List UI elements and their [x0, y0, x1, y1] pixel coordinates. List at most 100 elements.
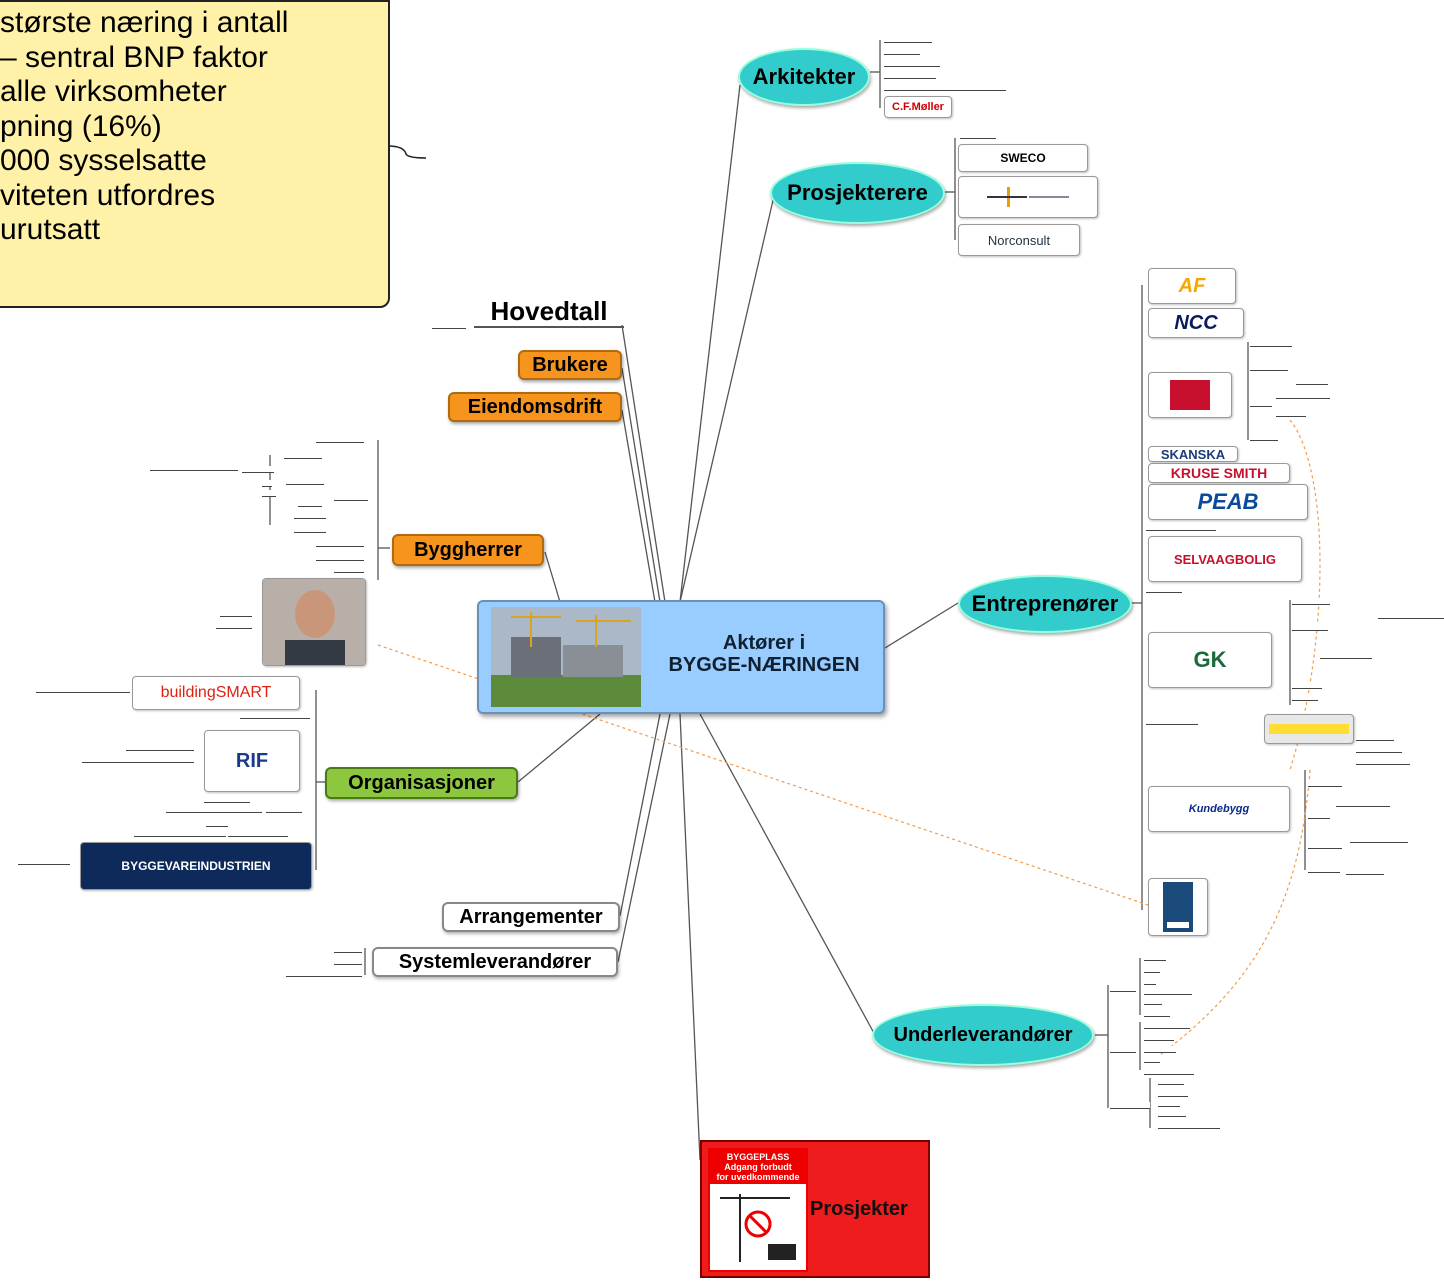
list-item[interactable]	[1144, 954, 1166, 961]
list-item[interactable]	[1250, 340, 1292, 347]
list-item[interactable]	[240, 712, 310, 719]
list-item[interactable]	[1346, 868, 1384, 875]
list-item[interactable]	[1292, 598, 1330, 605]
list-item[interactable]	[1308, 866, 1340, 873]
list-item[interactable]	[1144, 998, 1162, 1005]
list-item[interactable]	[884, 72, 936, 79]
topic-byggherrer[interactable]: Byggherrer	[392, 534, 544, 566]
list-item[interactable]	[960, 132, 996, 139]
logo-engineering-firm[interactable]	[958, 176, 1098, 218]
list-item[interactable]	[1144, 1022, 1190, 1029]
list-item[interactable]	[334, 958, 362, 965]
topic-eiendomsdrift[interactable]: Eiendomsdrift	[448, 392, 622, 422]
list-item[interactable]	[1144, 1010, 1170, 1017]
list-item[interactable]	[1146, 586, 1182, 593]
logo-byggevareindustrien[interactable]: BYGGEVAREINDUSTRIEN	[80, 842, 312, 890]
list-item[interactable]	[316, 436, 364, 443]
list-item[interactable]	[1158, 1078, 1184, 1085]
list-item[interactable]	[294, 512, 326, 519]
list-item[interactable]	[1276, 410, 1306, 417]
list-item[interactable]	[1292, 694, 1318, 701]
topic-hovedtall[interactable]: Hovedtall	[474, 296, 624, 328]
logo-hent[interactable]	[1148, 878, 1208, 936]
list-item[interactable]	[1158, 1090, 1188, 1097]
logo-sweco[interactable]: SWECO	[958, 144, 1088, 172]
topic-organisasjoner[interactable]: Organisasjoner	[325, 767, 518, 799]
list-item[interactable]	[1356, 746, 1402, 753]
list-item[interactable]	[1158, 1122, 1220, 1129]
list-item[interactable]	[1308, 842, 1342, 849]
logo-gk[interactable]: GK	[1148, 632, 1272, 688]
list-item[interactable]	[334, 566, 364, 573]
list-item[interactable]	[266, 806, 302, 813]
list-item[interactable]	[1144, 1056, 1160, 1063]
logo-peab[interactable]: PEAB	[1148, 484, 1308, 520]
topic-entreprenorer[interactable]: Entreprenører	[958, 575, 1132, 633]
logo-buildingsmart[interactable]: buildingSMART	[132, 676, 300, 710]
list-item[interactable]	[316, 554, 364, 561]
list-item[interactable]	[884, 84, 1006, 91]
logo-rif[interactable]: RIF	[204, 730, 300, 792]
logo-selvaag-bolig[interactable]: SELVAAGBOLIG	[1148, 536, 1302, 582]
logo-af[interactable]: AF	[1148, 268, 1236, 304]
list-item[interactable]	[262, 480, 272, 487]
topic-systemleverandorer[interactable]: Systemleverandører	[372, 947, 618, 977]
list-item[interactable]	[1144, 1068, 1194, 1075]
list-item[interactable]	[1308, 780, 1342, 787]
list-item[interactable]	[1144, 988, 1192, 995]
list-item[interactable]	[82, 756, 194, 763]
list-item[interactable]	[1356, 734, 1394, 741]
popup-panel[interactable]	[1264, 714, 1354, 744]
list-item[interactable]	[228, 830, 288, 837]
logo-veidekke[interactable]	[1148, 372, 1232, 418]
list-item[interactable]	[1144, 1034, 1174, 1041]
list-item[interactable]	[286, 478, 324, 485]
topic-prosjekter[interactable]: BYGGEPLASS Adgang forbudt for uvedkommen…	[700, 1140, 930, 1278]
list-item[interactable]	[1144, 966, 1160, 973]
list-item[interactable]	[166, 806, 262, 813]
logo-kundebygg[interactable]: Kundebygg	[1148, 786, 1290, 832]
list-item[interactable]	[216, 622, 252, 629]
list-item[interactable]	[1146, 524, 1216, 531]
list-item[interactable]	[884, 60, 940, 67]
list-item[interactable]	[1250, 434, 1278, 441]
list-item[interactable]	[134, 830, 226, 837]
list-item[interactable]	[1378, 612, 1444, 619]
list-item[interactable]	[1110, 1046, 1136, 1053]
list-item[interactable]	[126, 744, 194, 751]
logo-skanska[interactable]: SKANSKA	[1148, 446, 1238, 462]
topic-underleverandorer[interactable]: Underleverandører	[872, 1004, 1094, 1066]
topic-arkitekter[interactable]: Arkitekter	[738, 48, 870, 106]
list-item[interactable]	[220, 610, 252, 617]
topic-arrangementer[interactable]: Arrangementer	[442, 902, 620, 932]
list-item[interactable]	[1356, 758, 1410, 765]
list-item[interactable]	[334, 946, 362, 953]
list-item[interactable]	[1144, 1046, 1176, 1053]
topic-prosjekterere[interactable]: Prosjekterere	[770, 162, 945, 224]
list-item[interactable]	[432, 322, 466, 329]
logo-ncc[interactable]: NCC	[1148, 308, 1244, 338]
list-item[interactable]	[18, 858, 70, 865]
list-item[interactable]	[1350, 836, 1408, 843]
list-item[interactable]	[1144, 978, 1156, 985]
list-item[interactable]	[1296, 378, 1328, 385]
list-item[interactable]	[1292, 682, 1322, 689]
list-item[interactable]	[1336, 800, 1390, 807]
list-item[interactable]	[150, 464, 238, 471]
list-item[interactable]	[1110, 985, 1136, 992]
list-item[interactable]	[1250, 400, 1272, 407]
list-item[interactable]	[298, 500, 322, 507]
list-item[interactable]	[884, 48, 920, 55]
topic-brukere[interactable]: Brukere	[518, 350, 622, 380]
central-topic[interactable]: Aktører i BYGGE-NÆRINGEN	[477, 600, 885, 714]
list-item[interactable]	[1308, 812, 1330, 819]
list-item[interactable]	[334, 494, 368, 501]
list-item[interactable]	[36, 686, 130, 693]
logo-cfmoller[interactable]: C.F.Møller	[884, 96, 952, 118]
list-item[interactable]	[286, 970, 362, 977]
list-item[interactable]	[284, 452, 322, 459]
list-item[interactable]	[884, 36, 932, 43]
logo-norconsult[interactable]: Norconsult	[958, 224, 1080, 256]
list-item[interactable]	[204, 796, 250, 803]
person-photo[interactable]	[262, 578, 366, 666]
